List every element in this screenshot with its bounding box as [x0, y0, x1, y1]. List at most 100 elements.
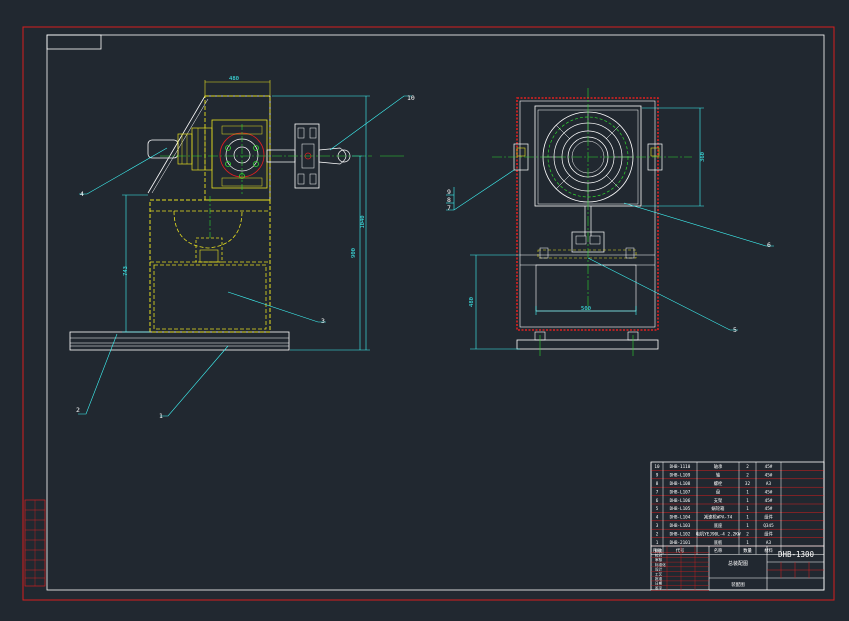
parts-cell-material: 45#	[765, 464, 773, 470]
leader-4	[79, 147, 168, 195]
leader-5	[587, 257, 738, 331]
parts-cell-code: DHB-L109	[670, 473, 691, 479]
parts-cell-code: DHB-1110	[670, 464, 691, 470]
parts-cell-no: 4	[656, 515, 659, 521]
front-base-plate	[516, 339, 659, 350]
parts-cell-name: 支架	[714, 497, 723, 504]
stamp-label: 工艺	[655, 571, 663, 576]
parts-cell-material: Q345	[763, 523, 774, 529]
parts-cell-qty: 1	[746, 506, 749, 512]
dim-flange-height: 360	[700, 152, 706, 162]
callout-7: 7	[447, 204, 451, 212]
stamp-label: 签字	[655, 585, 663, 590]
parts-cell-no: 6	[656, 498, 659, 504]
parts-cell-code: DHB-L105	[670, 506, 691, 512]
parts-cell-name: 电机YEJ90L-4 2.2KW	[696, 530, 741, 537]
callout-leaders	[78, 95, 774, 417]
callout-10: 10	[407, 94, 415, 102]
parts-cell-no: 9	[656, 473, 659, 479]
callout-labels: 1 2 3 4 5 6 7 8 9 10	[76, 94, 771, 420]
dim-front-base-height: 480	[469, 297, 475, 307]
dim-top-width: 480	[229, 76, 239, 82]
dim-base-height: 743	[123, 266, 129, 276]
front-frame-dashed	[516, 97, 659, 331]
parts-cell-code: DHB-L106	[670, 498, 691, 504]
leader-1	[160, 345, 229, 417]
parts-cell-qty: 1	[746, 523, 749, 529]
parts-header-material: 材料	[764, 547, 773, 554]
parts-cell-code: DHB-L103	[670, 523, 691, 529]
parts-header-name: 名称	[714, 547, 723, 554]
parts-cell-no: 1	[656, 540, 659, 546]
parts-cell-code: DHB-L107	[670, 489, 691, 495]
leader-10	[329, 95, 412, 151]
parts-cell-qty: 2	[746, 464, 749, 470]
left-margin-stamp	[24, 499, 46, 587]
stamp-label: 批准	[655, 576, 663, 581]
parts-cell-name: 轴承	[714, 463, 723, 470]
parts-cell-no: 5	[656, 506, 659, 512]
parts-cell-no: 10	[654, 464, 660, 470]
parts-cell-material: A3	[766, 481, 772, 487]
dim-axis-height: 900	[351, 248, 357, 258]
parts-cell-name: 螺栓	[714, 480, 723, 487]
parts-cell-qty: 1	[746, 540, 749, 546]
dim-overall-height: 1040	[360, 215, 366, 228]
parts-cell-code: DHB-L102	[670, 531, 691, 537]
parts-cell-name: 底板	[714, 539, 723, 546]
parts-cell-no: 8	[656, 481, 659, 487]
leader-3	[227, 291, 326, 323]
callout-5: 5	[733, 326, 737, 334]
parts-cell-name: 底座	[714, 522, 723, 529]
parts-cell-name: 盘	[716, 488, 721, 495]
drawing-name: 总装配图	[728, 560, 748, 567]
dim-inner-width: 500	[581, 306, 591, 312]
parts-cell-code: DHB-L108	[670, 481, 691, 487]
side-view: 480 743 900 1040	[69, 76, 404, 351]
corner-box	[46, 34, 102, 50]
outer-frame	[22, 26, 835, 601]
parts-cell-qty: 2	[746, 531, 749, 537]
parts-cell-no: 3	[656, 523, 659, 529]
parts-cell-material: A3	[766, 540, 772, 546]
parts-cell-material: 45#	[765, 489, 773, 495]
parts-cell-qty: 1	[746, 498, 749, 504]
stamp-label: 审核	[655, 557, 663, 562]
inner-frame	[46, 34, 825, 591]
parts-header-code: 代号	[676, 547, 685, 554]
side-dimensions	[122, 95, 370, 351]
parts-cell-name: 减速机WPA-74	[704, 514, 733, 521]
leader-2	[78, 333, 118, 415]
callout-6: 6	[767, 241, 771, 249]
parts-cell-name: 蜗轮箱	[712, 505, 726, 512]
parts-cell-name: 轴	[716, 472, 720, 479]
stamp-label: 设计	[655, 567, 663, 572]
parts-cell-qty: 1	[746, 489, 749, 495]
callout-9: 9	[447, 188, 451, 196]
parts-cell-qty: 1	[746, 515, 749, 521]
callout-2: 2	[76, 406, 80, 414]
parts-cell-code: DHB-L104	[670, 515, 691, 521]
parts-cell-material: 组件	[764, 530, 773, 537]
parts-list-table: 10 DHB-1110 轴承 2 45# 9 DHB-L109 轴 2 45# 8 DHB-L108 螺…	[650, 462, 825, 555]
parts-cell-no: 7	[656, 489, 659, 495]
drawing-number: DHB-1300	[778, 550, 815, 559]
title-block: 10 DHB-1110 轴承 2 45# 9 DHB-L109 轴 2 45# 8 DHB-L108 螺…	[650, 461, 825, 591]
parts-header-qty: 数量	[743, 547, 752, 554]
stamp-label: 日期	[655, 581, 663, 586]
parts-cell-material: 45#	[765, 473, 773, 479]
drawing-material: 装配图	[731, 581, 745, 588]
stamp-label: 标准化	[655, 562, 666, 567]
parts-cell-code: DHB-2101	[670, 540, 691, 546]
leader-6	[623, 202, 774, 247]
parts-cell-material: 45#	[765, 506, 773, 512]
callout-1: 1	[159, 412, 163, 420]
front-view: 360 480 500	[469, 88, 706, 356]
callout-4: 4	[80, 190, 84, 198]
parts-cell-material: 组件	[764, 514, 773, 521]
callout-3: 3	[321, 317, 325, 325]
parts-cell-material: 45#	[765, 498, 773, 504]
parts-header-no: 序号	[653, 547, 662, 554]
